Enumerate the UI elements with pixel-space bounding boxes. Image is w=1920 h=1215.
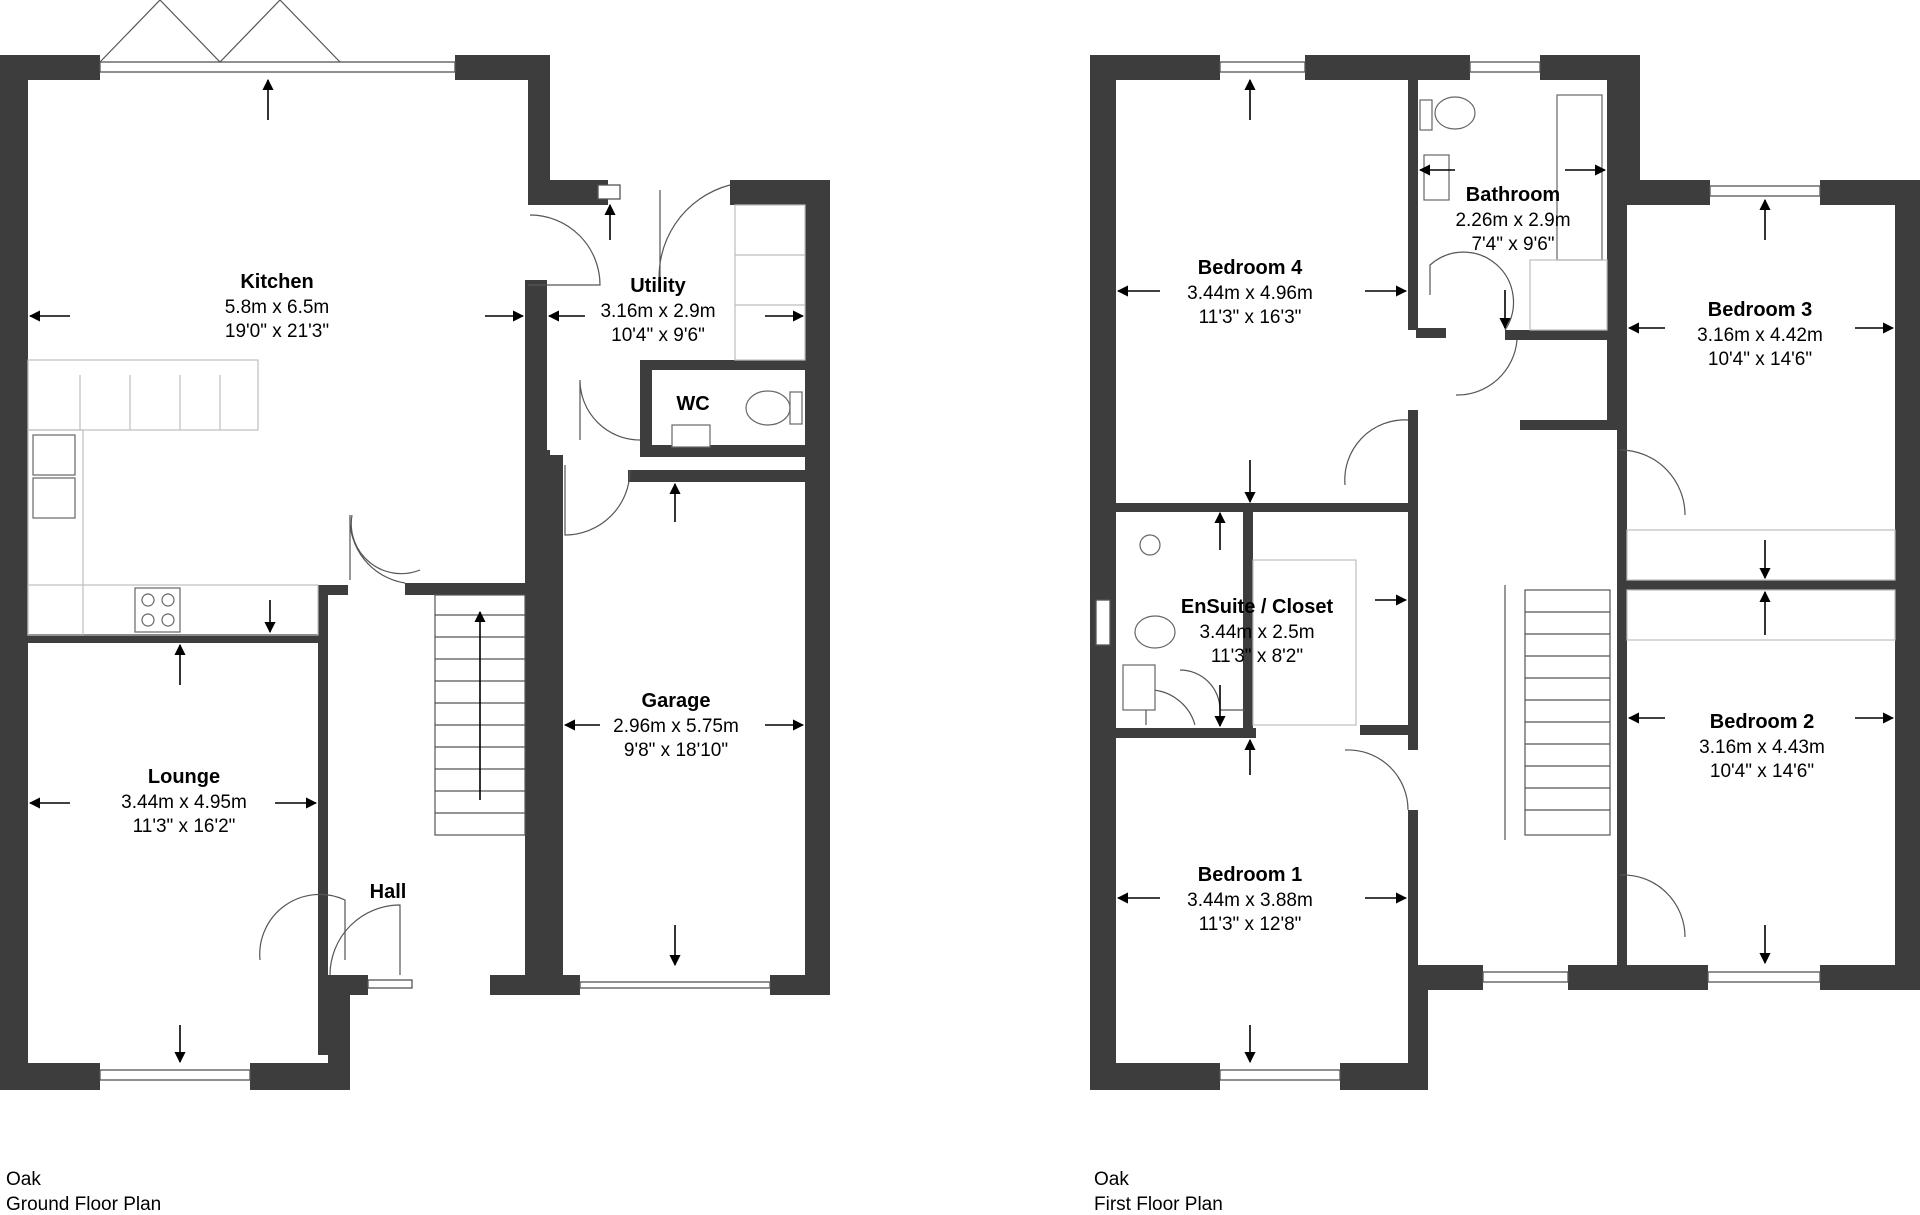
- ground-floor-caption-title: Ground Floor Plan: [6, 1194, 161, 1215]
- hall-name: Hall: [370, 881, 407, 903]
- bedroom2-imperial: 10'4" x 14'6": [1710, 761, 1814, 782]
- utility-metric: 3.16m x 2.9m: [600, 301, 715, 322]
- ground-floor-dimension-arrows: [28, 78, 805, 1064]
- kitchen-name: Kitchen: [240, 271, 313, 293]
- bath-icon: [1556, 94, 1603, 261]
- ground-floor-caption-name: Oak: [6, 1169, 41, 1190]
- toilet-icon: [1434, 96, 1476, 130]
- bedroom1-metric: 3.44m x 3.88m: [1187, 890, 1313, 911]
- kitchen-imperial: 19'0" x 21'3": [225, 321, 329, 342]
- bathroom-metric: 2.26m x 2.9m: [1455, 210, 1570, 231]
- lounge-imperial: 11'3" x 16'2": [133, 816, 236, 837]
- sink-icon: [32, 434, 76, 476]
- toilet-icon: [745, 390, 791, 426]
- bedroom2-metric: 3.16m x 4.43m: [1699, 737, 1825, 758]
- garage-imperial: 9'8" x 18'10": [624, 740, 728, 761]
- first-floor-plan: Bedroom 4 3.44m x 4.96m 11'3" x 16'3" Ba…: [1090, 55, 1920, 1215]
- hob-icon: [134, 587, 181, 633]
- bedroom2-name: Bedroom 2: [1710, 711, 1814, 733]
- ground-floor-stairs: [434, 594, 526, 836]
- bedroom4-imperial: 11'3" x 16'3": [1199, 307, 1302, 328]
- bedroom1-name: Bedroom 1: [1198, 864, 1302, 886]
- ground-floor-walls: [0, 55, 830, 1090]
- basin-icon: [1122, 664, 1156, 711]
- ground-floor-plan: Kitchen 5.8m x 6.5m 19'0" x 21'3" Utilit…: [0, 0, 830, 1215]
- shower-icon: [1139, 534, 1161, 556]
- wc-fittings: [671, 390, 803, 448]
- bedroom4-metric: 3.44m x 4.96m: [1187, 283, 1313, 304]
- toilet-icon: [1134, 615, 1176, 649]
- first-floor-dimension-arrows: [1116, 78, 1895, 1064]
- bathroom-imperial: 7'4" x 9'6": [1471, 234, 1554, 255]
- first-floor-fittings: [1122, 94, 1896, 726]
- utility-label: Utility 3.16m x 2.9m 10'4" x 9'6": [600, 275, 715, 346]
- ensuite-imperial: 11'3" x 8'2": [1211, 646, 1303, 667]
- first-floor-stairs: [1504, 585, 1611, 840]
- garage-label: Garage 2.96m x 5.75m 9'8" x 18'10": [613, 690, 739, 761]
- first-floor-caption-title: First Floor Plan: [1094, 1194, 1223, 1215]
- first-floor-walls: [1090, 55, 1920, 1090]
- bedroom1-label: Bedroom 1 3.44m x 3.88m 11'3" x 12'8": [1187, 864, 1313, 935]
- utility-imperial: 10'4" x 9'6": [611, 325, 705, 346]
- bedroom3-label: Bedroom 3 3.16m x 4.42m 10'4" x 14'6": [1697, 299, 1823, 370]
- first-floor-windows: [1095, 61, 1821, 1081]
- ensuite-label: EnSuite / Closet 3.44m x 2.5m 11'3" x 8'…: [1181, 596, 1334, 667]
- garage-name: Garage: [642, 690, 711, 712]
- utility-fittings: [734, 204, 806, 361]
- utility-name: Utility: [630, 275, 686, 297]
- wc-name: WC: [676, 393, 709, 415]
- kitchen-label: Kitchen 5.8m x 6.5m 19'0" x 21'3": [225, 271, 330, 342]
- bathroom-label: Bathroom 2.26m x 2.9m 7'4" x 9'6": [1455, 184, 1570, 255]
- bathroom-name: Bathroom: [1466, 184, 1560, 206]
- wc-label: WC: [676, 393, 709, 415]
- first-floor-caption: Oak First Floor Plan: [1094, 1169, 1223, 1215]
- bedroom2-label: Bedroom 2 3.16m x 4.43m 10'4" x 14'6": [1699, 711, 1825, 782]
- lounge-metric: 3.44m x 4.95m: [121, 792, 247, 813]
- lounge-label: Lounge 3.44m x 4.95m 11'3" x 16'2": [121, 766, 247, 837]
- ground-floor-caption: Oak Ground Floor Plan: [6, 1169, 161, 1215]
- bedroom3-imperial: 10'4" x 14'6": [1708, 349, 1812, 370]
- basin-icon: [1423, 154, 1450, 201]
- garage-metric: 2.96m x 5.75m: [613, 716, 739, 737]
- ground-floor-windows: [99, 0, 771, 1081]
- bedroom3-metric: 3.16m x 4.42m: [1697, 325, 1823, 346]
- bedroom1-imperial: 11'3" x 12'8": [1199, 914, 1302, 935]
- first-floor-caption-name: Oak: [1094, 1169, 1129, 1190]
- bedroom4-name: Bedroom 4: [1198, 257, 1303, 279]
- bedroom4-label: Bedroom 4 3.44m x 4.96m 11'3" x 16'3": [1187, 257, 1313, 328]
- ensuite-metric: 3.44m x 2.5m: [1199, 622, 1314, 643]
- hall-label: Hall: [370, 881, 407, 903]
- kitchen-metric: 5.8m x 6.5m: [225, 297, 330, 318]
- ground-floor-doors: [259, 184, 731, 976]
- bedroom3-name: Bedroom 3: [1708, 299, 1812, 321]
- lounge-name: Lounge: [148, 766, 220, 788]
- ensuite-name: EnSuite / Closet: [1181, 596, 1334, 618]
- basin-icon: [671, 424, 711, 448]
- kitchen-fittings: [27, 359, 319, 636]
